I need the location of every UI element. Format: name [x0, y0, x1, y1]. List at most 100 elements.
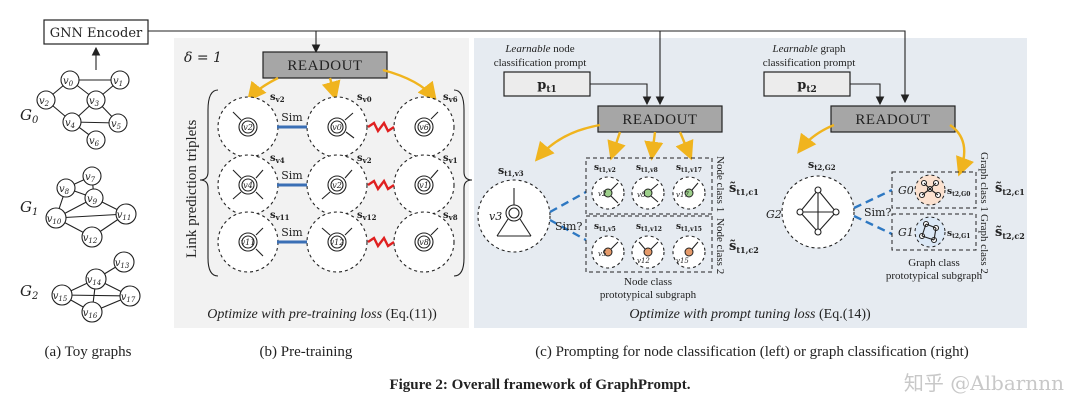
node-label: v17: [676, 191, 689, 199]
readout-label-b: READOUT: [287, 58, 362, 74]
sim-question-right: Sim?: [864, 206, 891, 219]
readout-arrow-to-query: [534, 123, 601, 162]
graph-prompt-caption-2: classification prompt: [763, 57, 856, 69]
readout-arrow-to-classes: [949, 124, 975, 177]
readout-arrow-c3: [675, 131, 694, 161]
node-label: v11: [117, 210, 132, 222]
class-subgraph-label: st1,v15: [676, 222, 702, 233]
node-label: v14: [87, 275, 102, 287]
node-label: v1: [113, 76, 123, 88]
class-subgraph-label: st1,v2: [594, 163, 616, 174]
panel-c-graph-classification: Learnable graph classification prompt pt…: [763, 43, 1025, 282]
sim-graph-class2: [853, 214, 893, 236]
sim-query-class1: [549, 190, 587, 214]
graph-class2-subgraph: [914, 216, 946, 248]
readout-arrow-b-right: [382, 68, 437, 102]
class-subgraph-label: st1,v12: [636, 222, 662, 233]
node-label: v3: [89, 96, 100, 108]
subgraph-label: sv4: [270, 153, 285, 165]
caption-b: (b) Pre-training: [260, 344, 353, 360]
graph-prompt-caption-1: Learnable graph: [771, 43, 846, 55]
class-subgraph-label: st1,v17: [676, 163, 702, 174]
node-label: v5: [111, 119, 122, 131]
graph-proto-caption-2: prototypical subgraph: [886, 270, 983, 282]
node-label: v12: [637, 257, 650, 265]
graph-name-g2: G2: [20, 282, 38, 302]
subgraph-label: sv11: [270, 210, 290, 222]
panel-b-pretraining: δ = 1 READOUT Link prediction triplets S…: [184, 50, 473, 360]
node-label: v4: [65, 118, 75, 130]
sim-label: Sim: [281, 226, 303, 239]
pretraining-objective: Optimize with pre-training loss (Eq.(11)…: [207, 307, 437, 322]
sim-question-left: Sim?: [555, 220, 582, 233]
node-label: v8: [419, 238, 429, 247]
node-label: v11: [241, 238, 256, 247]
node-label: v2: [243, 123, 253, 132]
prompt-to-readout-left: [590, 83, 652, 106]
graph-class2-g: G1: [898, 226, 914, 239]
triplet-row-3: Sim sv11 sv12 sv8 v11 v12 v8: [217, 210, 458, 273]
node-class2-box: [585, 215, 713, 273]
graph-class2-box: [891, 213, 977, 251]
node-label: v15: [53, 291, 68, 303]
node-label: v0: [63, 76, 74, 88]
graph-prompt-box: [763, 71, 851, 97]
figure-caption: Figure 2: Overall framework of GraphProm…: [389, 377, 690, 393]
readout-arrow-b-mid: [321, 77, 341, 101]
node-label: v9: [87, 194, 98, 206]
query-graph-name: G2: [766, 208, 782, 221]
readout-label-c-left: READOUT: [622, 112, 697, 128]
query-node-label: v3: [489, 210, 502, 223]
prompt-to-readout-right: [850, 83, 885, 106]
graph-name-g1: G1: [20, 198, 38, 218]
node-class2-vertical: Node class 2: [714, 218, 726, 274]
graph-class2-vertical: Graph class 2: [978, 214, 990, 274]
node-label: v7: [85, 172, 96, 184]
sim-label: Sim: [281, 111, 303, 124]
graph-class1-s: st2,G0: [947, 187, 970, 198]
node-proto-caption-1: Node class: [624, 276, 672, 288]
triplet-row-1: Sim sv2 sv0 sv6 v2 v0 v6: [217, 92, 458, 158]
subgraph-label: sv2: [270, 92, 285, 104]
node-prompt-box: [503, 71, 591, 97]
node-class1-vertical: Node class 1: [714, 156, 726, 212]
node-label: v2: [598, 190, 607, 198]
node-label: v2: [332, 181, 342, 190]
node-prompt-label: pt1: [537, 78, 557, 95]
subgraph-label: sv0: [357, 92, 372, 104]
node-label: v6: [89, 136, 100, 148]
node-label: v15: [676, 257, 689, 265]
subgraph-label: sv6: [443, 92, 458, 104]
caption-c: (c) Prompting for node classification (l…: [535, 344, 969, 360]
node-proto-caption-2: prototypical subgraph: [600, 289, 697, 301]
node-label: v6: [419, 123, 429, 132]
node-label: v17: [121, 292, 136, 304]
node-label: v13: [115, 258, 130, 270]
panel-c-node-classification: Learnable node classification prompt pt1…: [477, 43, 759, 301]
node-label: v16: [83, 308, 98, 320]
graph-g0: v0 v1 v2 v3 v4 v5 v6 G0: [20, 70, 130, 150]
sim-label: Sim: [281, 169, 303, 182]
graph-g1: v7 v8 v9 v10 v11 v12 G1: [20, 166, 137, 248]
triplet-row-2: Sim sv4 sv2 sv1 v4 v2 v1: [217, 153, 458, 216]
node-label: v2: [39, 96, 50, 108]
link-prediction-side-label: Link prediction triplets: [184, 120, 200, 258]
graph-class1-vertical: Graph class 1: [978, 152, 990, 212]
panel-a-toy-graphs: GNN Encoder v0 v1 v2 v3 v4 v5 v: [20, 19, 910, 360]
sim-query-class2: [549, 218, 587, 242]
subgraph-label: sv12: [357, 210, 377, 222]
node-class1-box: [585, 157, 713, 215]
node-prompt-caption-1: Learnable node: [504, 43, 574, 55]
readout-arrow-b-left: [247, 76, 279, 102]
gnn-encoder-label: GNN Encoder: [50, 26, 143, 41]
readout-label-c-right: READOUT: [855, 112, 930, 128]
subgraph-label: sv1: [443, 153, 458, 165]
graph-class1-g: G0: [898, 184, 914, 197]
gnn-encoder-box: [43, 19, 149, 45]
readout-arrow-to-query-graph: [797, 123, 835, 154]
encoder-top-line: [148, 30, 910, 104]
readout-box-b: [262, 51, 388, 79]
graph-proto-caption-1: Graph class: [908, 257, 960, 269]
prompt-tuning-objective: Optimize with prompt tuning loss (Eq.(14…: [629, 307, 871, 322]
